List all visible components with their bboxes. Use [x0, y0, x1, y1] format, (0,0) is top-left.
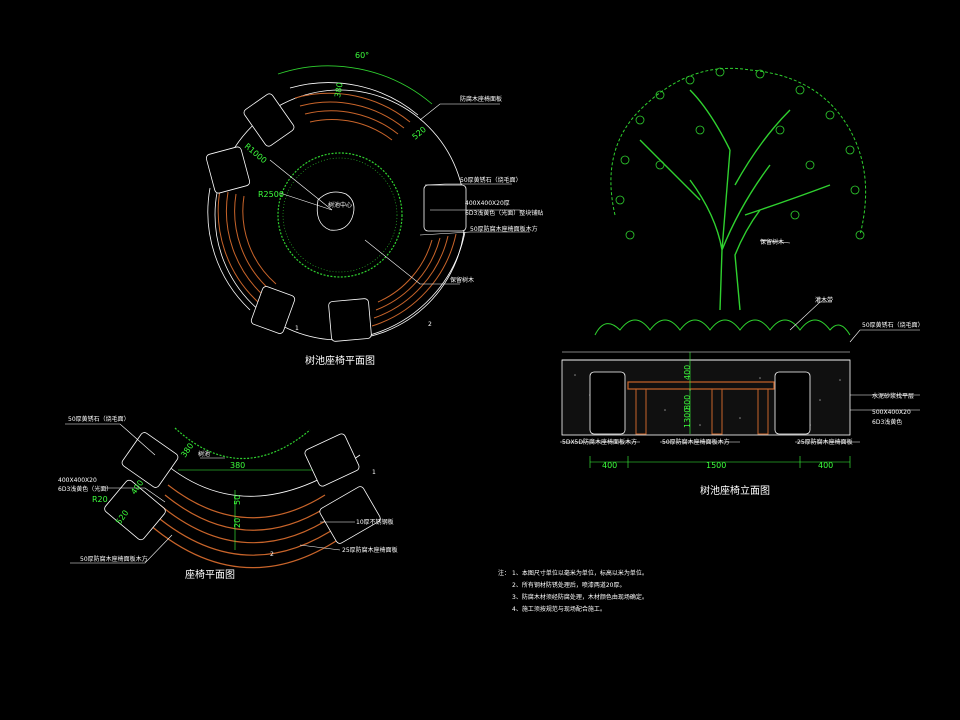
- plan-left-seat: [207, 187, 277, 311]
- elev-bench-leg-1: [635, 388, 647, 435]
- seat-dim-f: 20: [233, 518, 242, 528]
- elev-label-stone: 50厚黄锈石（烧毛面）: [862, 321, 924, 329]
- elev-bench-top: [627, 381, 775, 390]
- plan-leaders: [364, 103, 530, 285]
- plan-label-wood-right: 50厚防腐木座椅面板木方: [470, 225, 538, 233]
- tree-pool-plan: [205, 65, 467, 342]
- elev-label-shrub: 灌木带: [815, 296, 833, 304]
- plan-radius-line-2: [279, 192, 333, 211]
- elev-dim-h1: 400: [683, 365, 692, 380]
- plan-label-block-1: 400X400X20厚: [465, 200, 510, 207]
- plan-stone-blocks: [205, 93, 467, 342]
- tree-trunk-branches: [639, 89, 831, 311]
- elev-dim-h3: 1300: [683, 408, 692, 428]
- elev-label-tree: 保留树木: [760, 238, 784, 246]
- seat-plan-wood: [149, 484, 346, 569]
- tree-canopy-outline: [610, 67, 867, 236]
- plan-label-block-2: 6D3浅黄色（光面）整块铺贴: [465, 209, 543, 217]
- plan-title: 树池座椅平面图: [305, 354, 375, 367]
- seat-label-right-mid: 10厚不锈钢板: [356, 518, 394, 526]
- elev-bench-leg-2: [711, 388, 723, 435]
- seat-label-left-bottom: 50厚防腐木座椅面板木方: [80, 555, 148, 563]
- tree-elevation: [560, 67, 920, 468]
- plan-mark-1: 1: [295, 325, 299, 332]
- plan-label-tree: 保留树木: [450, 276, 474, 284]
- plan-label-center: 树池中心: [328, 201, 352, 209]
- notes-line-2: 2、所有钢材防锈处理后，喷漆两道20厚。: [512, 581, 625, 589]
- elev-dim-d-mid: 1500: [706, 461, 726, 470]
- notes-line-1: 1、本图尺寸单位以毫米为单位，标高以米为单位。: [512, 569, 648, 577]
- elev-stone-right: [774, 371, 811, 435]
- plan-inner-ring: [277, 152, 403, 278]
- elev-label-block-1: 500X400X20: [872, 409, 911, 416]
- shrub-band: [594, 319, 851, 336]
- notes-prefix: 注：: [498, 569, 510, 577]
- plan-dim-w2: 520: [411, 125, 428, 142]
- seat-label-block-2: 6D3浅黄色（光面）: [58, 485, 112, 493]
- plan-dim-arc: 60°: [355, 51, 369, 60]
- elev-label-right-bottom: 25厚防腐木座椅面板: [797, 438, 853, 446]
- seat-dim-a2: 380: [179, 441, 195, 459]
- seat-mark-1: 1: [372, 469, 376, 476]
- plan-label-stone-top: 50厚黄锈石（烧毛面）: [460, 176, 522, 184]
- seat-mark-2: 2: [270, 551, 274, 558]
- plan-radius-line-1: [269, 159, 333, 211]
- notes-block: 注： 1、本图尺寸单位以毫米为单位，标高以米为单位。 2、所有钢材防锈处理后，喷…: [498, 569, 648, 613]
- elevation-title: 树池座椅立面图: [700, 484, 770, 497]
- plan-dim-r2: R2500: [258, 190, 284, 199]
- notes-line-4: 4、施工须按规范与现场配合施工。: [512, 605, 606, 613]
- notes-line-3: 3、防腐木材须经防腐处理，木材颜色由现场确定。: [512, 593, 648, 601]
- seat-label-stone: 50厚黄锈石（烧毛面）: [68, 415, 130, 423]
- plan-mark-2: 2: [428, 321, 432, 328]
- seat-label-right-bottom: 25厚防腐木座椅面板: [342, 546, 398, 554]
- plan-inner-ring-2: [282, 157, 398, 273]
- elev-label-mortar: 水泥砂浆找平层: [872, 392, 914, 400]
- elev-bench-leg-3: [757, 388, 769, 435]
- plan-trunk: [316, 191, 355, 231]
- plan-top-seat: [277, 65, 433, 141]
- tree-foliage: [615, 67, 865, 240]
- seat-label-block-1: 400X400X20: [58, 477, 97, 484]
- seat-dim-e: 50: [233, 495, 242, 505]
- elev-dim-h2: 800: [683, 395, 692, 410]
- plan-label-wood-top: 防腐木座椅面板: [460, 95, 502, 103]
- seat-label-tree: 树池: [198, 450, 210, 458]
- seat-plan-tree-edge: [174, 427, 311, 460]
- seat-plan-stones: [104, 432, 381, 544]
- elev-label-left-bottom: 5DX5D防腐木座椅面板木方: [562, 438, 637, 446]
- seat-dim-a: 380: [230, 461, 245, 470]
- seat-plan: [65, 423, 381, 569]
- plan-dim-w1: 380: [333, 82, 345, 99]
- elev-label-block-2: 6D3浅黄色: [872, 418, 902, 426]
- elev-dim-d-right: 400: [818, 461, 833, 470]
- seat-plan-title: 座椅平面图: [185, 568, 235, 581]
- seat-dim-d: R20: [92, 495, 108, 504]
- elev-stone-left: [589, 371, 626, 435]
- elev-dim-d-left: 400: [602, 461, 617, 470]
- elev-label-mid-bottom: 50厚防腐木座椅面板木方: [662, 438, 730, 446]
- plan-dim-r1: R1000: [243, 142, 269, 166]
